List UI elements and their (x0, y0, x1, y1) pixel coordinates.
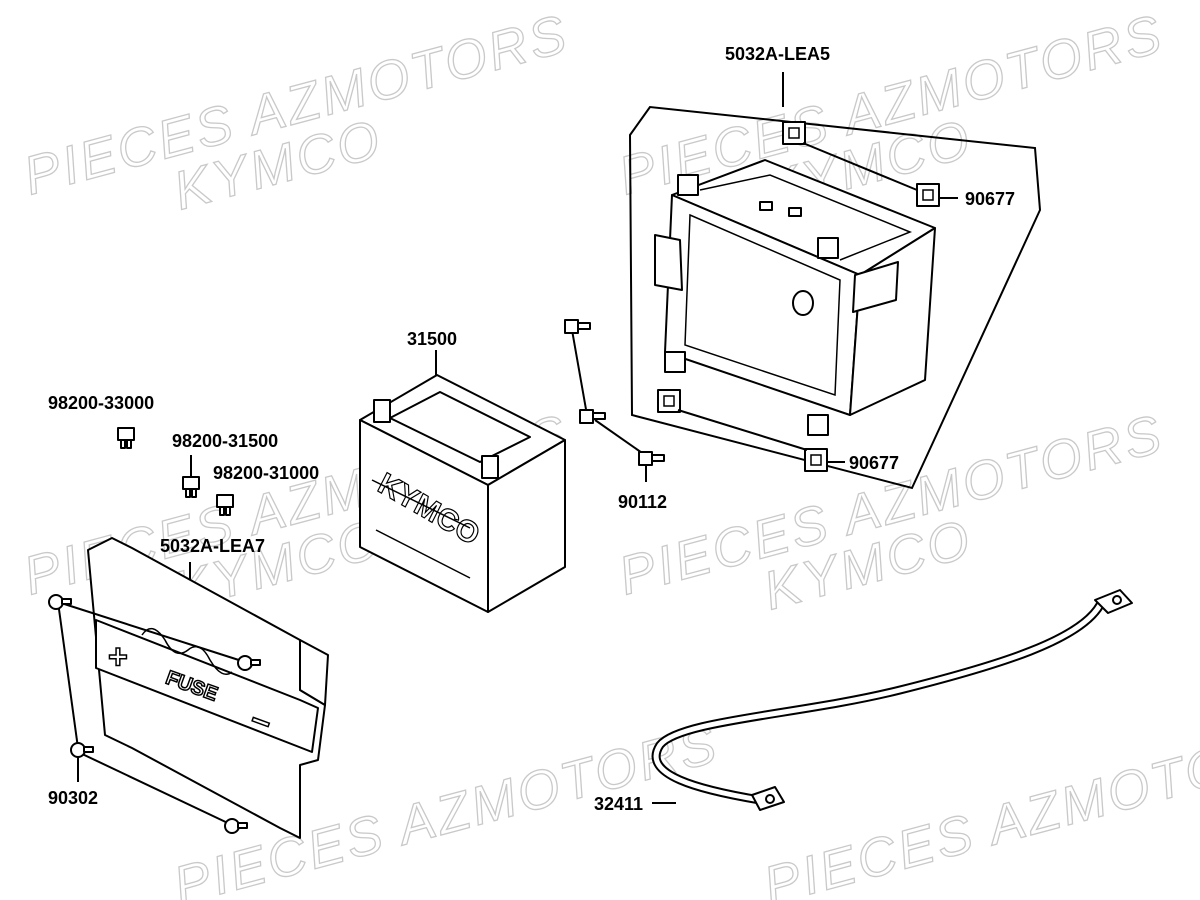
part-label-battery-case: 5032A-LEA5 (725, 44, 830, 64)
case-cable-hole (792, 290, 814, 316)
screw-shank (83, 746, 94, 753)
battery-label-line (375, 529, 471, 579)
fuse-15a (182, 455, 200, 498)
fuse-blade (225, 506, 231, 516)
spring-clip (782, 121, 806, 145)
battery-side (487, 439, 566, 613)
watermark-text: PIECES AZMOTORS (758, 713, 1200, 900)
fuse-body (182, 476, 200, 490)
bolt (564, 319, 591, 334)
screw-shank (250, 659, 261, 666)
leader-line (802, 142, 918, 191)
fuse-blade (126, 439, 132, 449)
bolt (579, 409, 606, 424)
case-tab (759, 201, 773, 211)
fuse-blade (185, 488, 191, 498)
spring-clip (916, 183, 940, 207)
case-inner-rim (699, 174, 913, 261)
battery-terminal-positive (373, 399, 391, 423)
bolt-set: 90112 (564, 319, 667, 512)
part-label-fuse-10a: 98200-31000 (213, 463, 319, 483)
spring-clip-inner (788, 127, 800, 139)
leader-line (677, 409, 808, 451)
spring-clip-upper (782, 121, 958, 207)
leader-line (571, 329, 588, 416)
case-side-tab-right (852, 261, 899, 313)
part-label-screws: 90302 (48, 788, 98, 808)
case-inner-opening (684, 213, 841, 397)
fuse-10a (216, 494, 234, 516)
part-label-bolt: 90112 (618, 492, 667, 512)
bolt-shank (577, 322, 591, 330)
spring-clip-lower (657, 389, 845, 472)
bolt-head (564, 319, 579, 334)
fuse-blade (191, 488, 197, 498)
screw (237, 655, 261, 671)
leader-line (77, 751, 233, 826)
spring-clip-inner (663, 395, 675, 407)
bolt-shank (592, 412, 606, 420)
screw-head (224, 818, 240, 834)
fuse-holder-strip (95, 619, 319, 753)
case-clip-seat (817, 237, 839, 259)
part-label-ground-cable: 32411 (594, 794, 643, 814)
screw-head (237, 655, 253, 671)
part-label-battery: 31500 (407, 329, 457, 349)
leader-line (57, 601, 246, 663)
screw-set: 90302 (48, 594, 261, 834)
fuse-30a (117, 427, 135, 449)
positive-terminal-symbol: + (108, 638, 128, 676)
spring-clip (657, 389, 681, 413)
battery-case-group: 5032A-LEA5 90677 90677 (628, 44, 1042, 490)
part-label-clip-upper: 90677 (965, 189, 1015, 209)
part-label-fuse-holder: 5032A-LEA7 (160, 536, 265, 556)
case-clip-seat (677, 174, 699, 196)
part-label-clip-lower: 90677 (849, 453, 899, 473)
screw-shank (237, 822, 248, 829)
group-outline (628, 105, 1042, 490)
fuse-blade (120, 439, 126, 449)
screw-shank (61, 598, 72, 605)
battery-terminal-negative (481, 455, 499, 479)
spring-clip (804, 448, 828, 472)
case-clip-seat (664, 351, 686, 373)
fuse-holder: + − FUSE 5032A-LEA7 (87, 536, 329, 839)
bolt-head (579, 409, 594, 424)
battery-vent-cover (389, 391, 531, 463)
leader-line (594, 419, 646, 456)
screw (70, 742, 94, 758)
fuse-set: 98200-33000 98200-31500 98200-31000 (48, 393, 319, 516)
leader-line (57, 601, 79, 749)
screw (48, 594, 72, 610)
battery-case (654, 159, 936, 436)
fuse-blade (219, 506, 225, 516)
spring-clip-inner (810, 454, 822, 466)
screw-head (70, 742, 86, 758)
screw-head (48, 594, 64, 610)
battery-label-line (371, 479, 471, 529)
cable-terminal-hole (1112, 595, 1122, 605)
ground-cable: 32411 (594, 589, 1133, 814)
spring-clip-inner (922, 189, 934, 201)
bolt-head (638, 451, 653, 466)
fuse-body (216, 494, 234, 508)
fuse-holder-flange (299, 639, 329, 706)
case-tab (788, 207, 802, 217)
part-label-fuse-30a: 98200-33000 (48, 393, 154, 413)
cable-terminal-hole (765, 794, 775, 804)
fuse-slots (141, 627, 233, 675)
case-side-tab-left (654, 234, 683, 291)
part-label-fuse-15a: 98200-31500 (172, 431, 278, 451)
bolt-shank (651, 454, 665, 462)
bolt (638, 451, 665, 466)
fuse-body (117, 427, 135, 441)
cable-core (653, 602, 1103, 803)
screw (224, 818, 248, 834)
battery: KYMCO 31500 (359, 329, 566, 613)
case-clip-seat (807, 414, 829, 436)
